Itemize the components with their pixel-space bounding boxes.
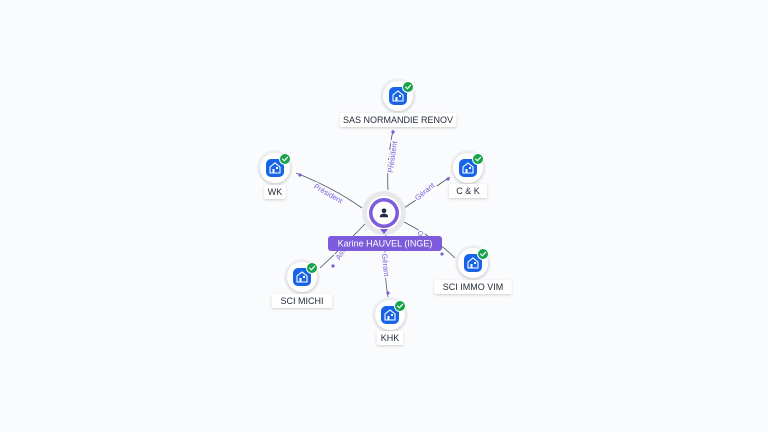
company-name: WK [268, 187, 283, 197]
company-name: SCI MICHI [280, 296, 323, 306]
verified-check-icon [472, 153, 484, 165]
person-icon [379, 208, 389, 218]
edge-label: G [415, 229, 426, 239]
edge-arrow [386, 291, 390, 295]
building-icon [467, 257, 479, 269]
edge-arrow [446, 177, 450, 181]
verified-check-icon [279, 153, 291, 165]
building-icon [384, 309, 396, 321]
label-pill [339, 113, 457, 127]
company-name-label[interactable]: SCI MICHI [271, 294, 333, 308]
company-name: KHK [381, 333, 400, 343]
edge-arrow [440, 252, 444, 256]
person-name: Karine HAUVEL (INGE) [338, 238, 433, 248]
building-icon [462, 162, 474, 174]
label-pill [449, 184, 487, 198]
company-name: C & K [456, 186, 480, 196]
company-name: SCI IMMO VIM [443, 282, 504, 292]
verified-check-icon [477, 248, 489, 260]
company-node-sci-immo-vim[interactable]: SCI IMMO VIM [434, 245, 512, 294]
edge-line [403, 176, 451, 209]
edge-arrow [298, 173, 302, 177]
edge-line [387, 129, 394, 191]
edge-arrow [391, 130, 395, 134]
label-pill [271, 294, 333, 308]
label-pill [434, 280, 512, 294]
edge-label: Gérant [380, 253, 391, 278]
edge-label-halo: Gérant [380, 253, 391, 278]
person-pin-tip [380, 229, 388, 234]
nodes-layer: SAS NORMANDIE RENOV WK C & K SCI IMMO VIM KH… [257, 78, 512, 345]
company-name-label[interactable]: C & K [449, 184, 487, 198]
company-node-wk[interactable]: WK [257, 150, 293, 199]
edge-label: Président [386, 140, 399, 174]
label-pill [376, 331, 404, 345]
company-name-label[interactable]: WK [264, 185, 286, 199]
company-name-label[interactable]: KHK [376, 331, 404, 345]
person-node[interactable]: Karine HAUVEL (INGE) [328, 191, 442, 251]
building-icon [296, 271, 308, 283]
company-name-label[interactable]: SAS NORMANDIE RENOV [339, 113, 457, 127]
verified-check-icon [394, 300, 406, 312]
person-name-label[interactable]: Karine HAUVEL (INGE) [328, 236, 442, 251]
company-node-sas-normandie-renov[interactable]: SAS NORMANDIE RENOV [339, 78, 457, 127]
center-layer: Karine HAUVEL (INGE) [328, 191, 442, 251]
company-node-khk[interactable]: KHK [372, 297, 408, 345]
verified-check-icon [306, 262, 318, 274]
company-node-sci-michi[interactable]: SCI MICHI [271, 259, 333, 308]
building-icon [392, 90, 404, 102]
edge-label: Gérant [413, 180, 437, 202]
person-label-pill [328, 236, 442, 251]
edge-arrow [331, 264, 335, 268]
building-icon [269, 162, 281, 174]
company-node-c-and-k[interactable]: C & K [449, 150, 487, 198]
company-name: SAS NORMANDIE RENOV [343, 115, 453, 125]
edge-line [295, 172, 363, 209]
label-pill [264, 185, 286, 199]
verified-check-icon [402, 81, 414, 93]
company-name-label[interactable]: SCI IMMO VIM [434, 280, 512, 294]
